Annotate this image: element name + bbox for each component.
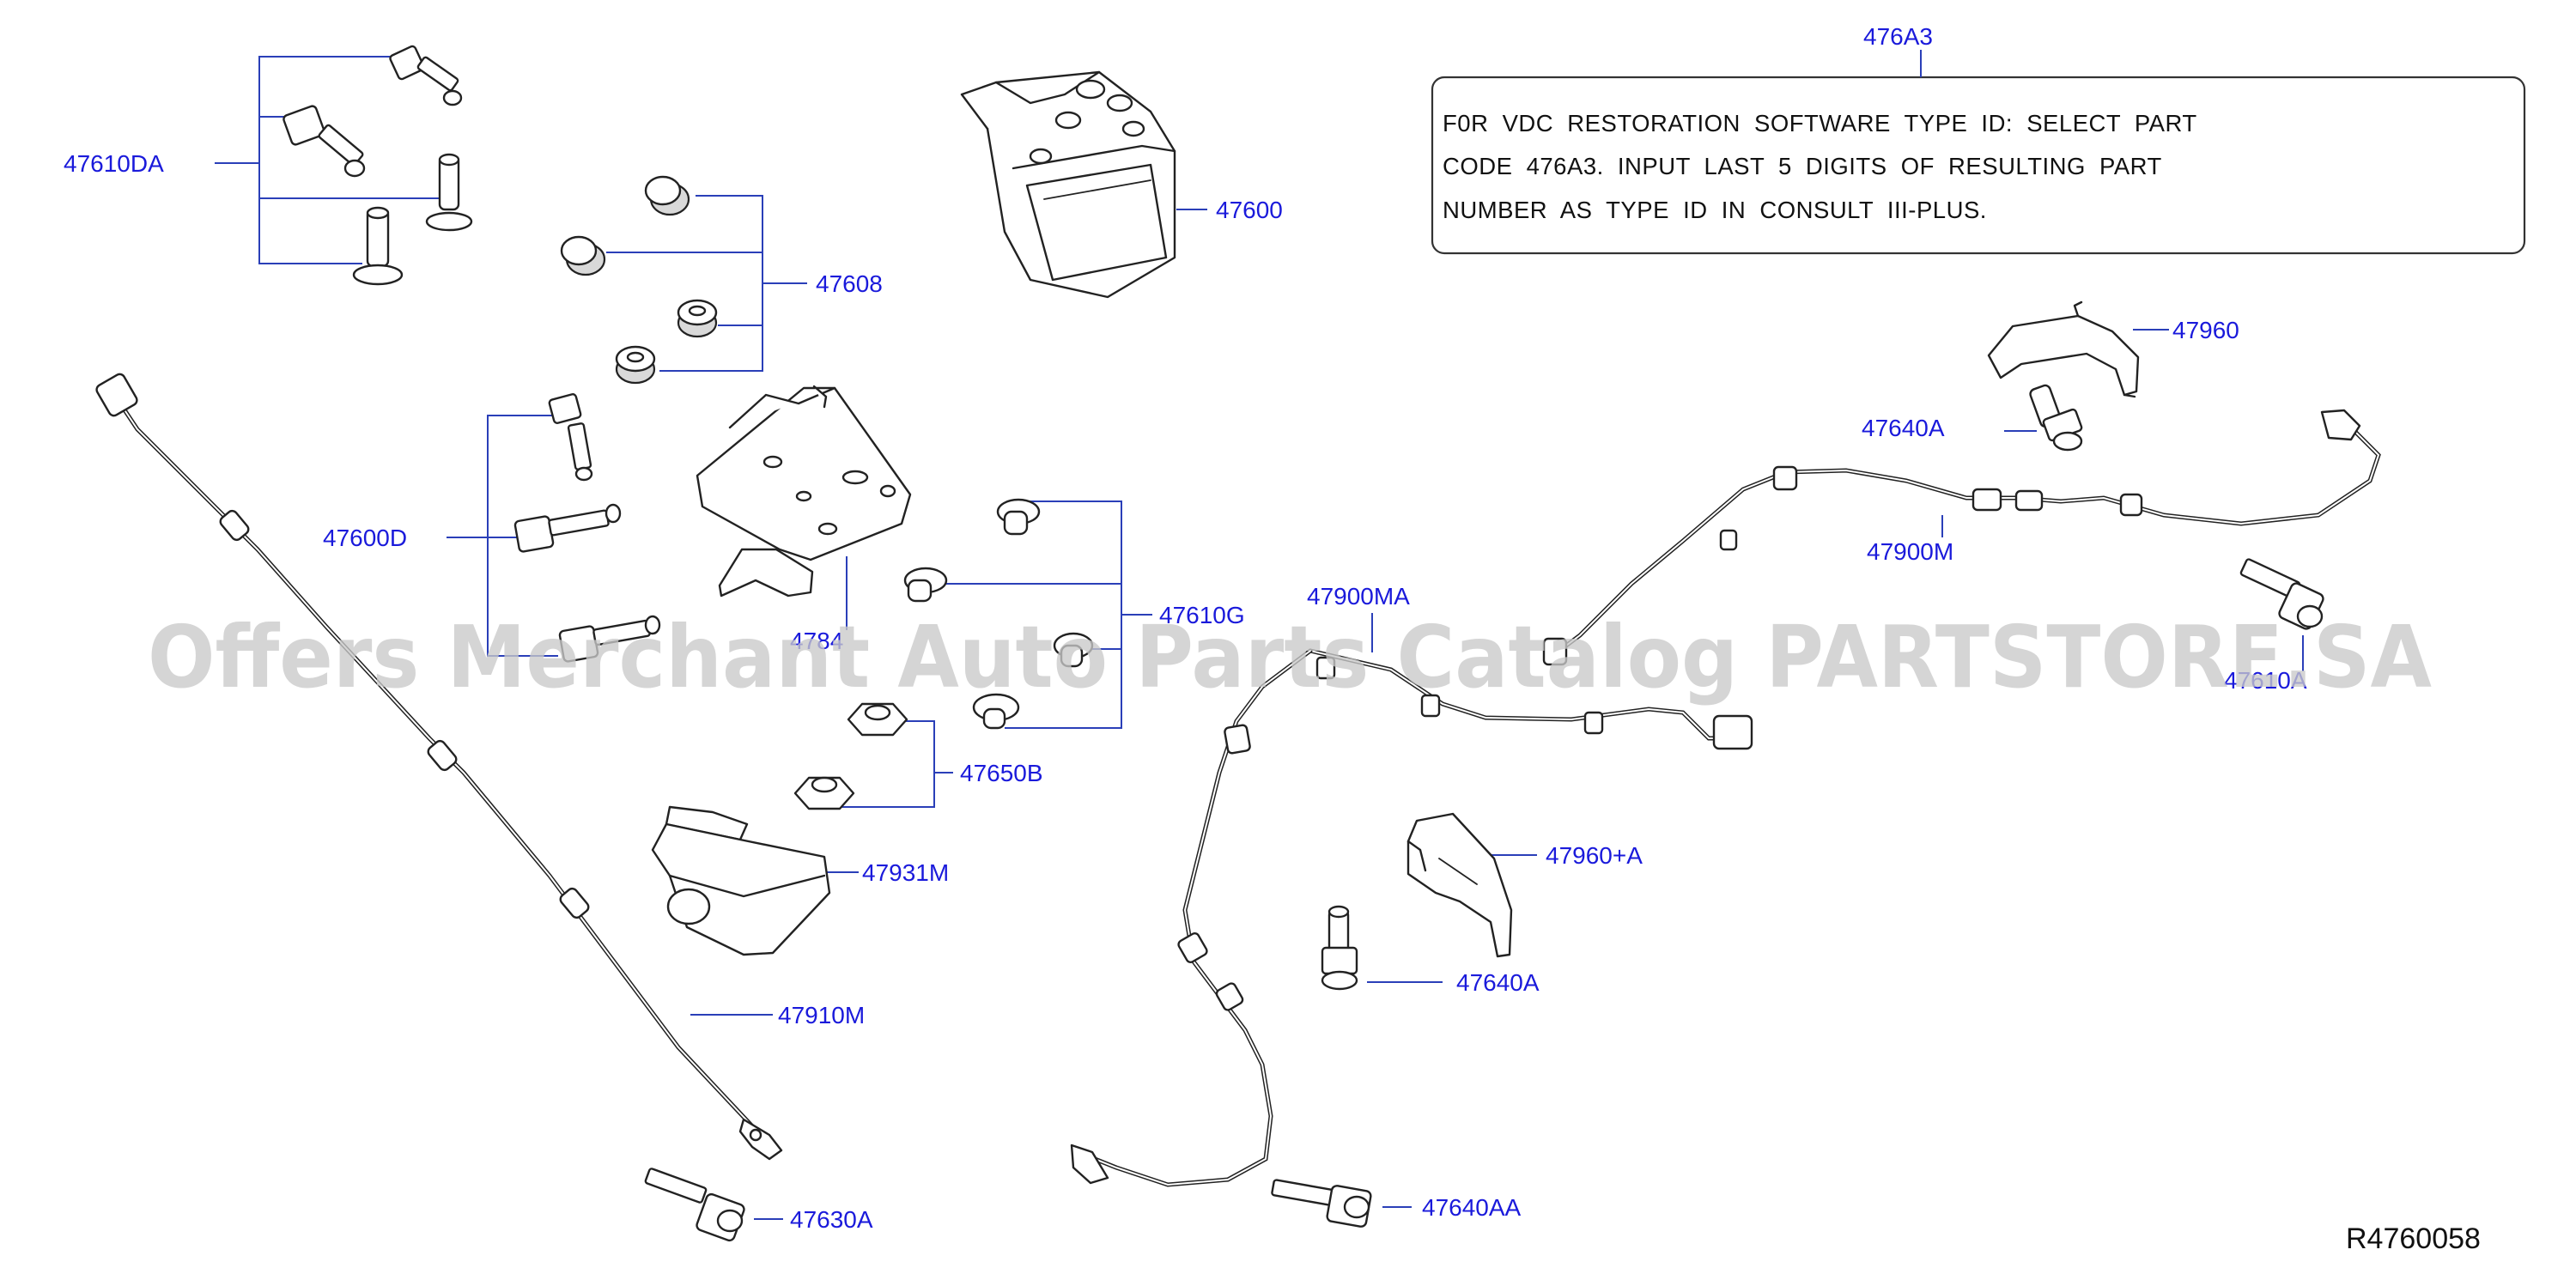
sensor-47640A-top[interactable]: 47640A	[1862, 384, 2083, 452]
part-label-47910M[interactable]: 47910M	[778, 1002, 865, 1028]
harness-icon	[1542, 409, 2381, 666]
bolt-group-47600D[interactable]: 47600D	[323, 393, 661, 663]
bolt-icon	[513, 503, 622, 553]
part-label-47600D[interactable]: 47600D	[323, 525, 407, 551]
bolt-group-47610DA[interactable]: 47610DA	[64, 45, 473, 286]
nut-icon	[847, 702, 908, 737]
bolt-icon	[558, 615, 661, 663]
bracket-47960A[interactable]: 47960+A	[1406, 812, 1643, 958]
part-label-47640AA[interactable]: 47640AA	[1422, 1194, 1522, 1221]
nut-group-47650B[interactable]: 47650B	[793, 702, 1043, 810]
harness-icon	[95, 373, 783, 1161]
bolt-icon	[2239, 558, 2324, 630]
grommet-group-47608[interactable]: 47608	[560, 175, 883, 385]
bracket-icon	[1987, 300, 2140, 398]
bolt-47630A[interactable]: 47630A	[644, 1168, 873, 1242]
part-label-47960A[interactable]: 47960+A	[1546, 842, 1643, 869]
sensor-47640A-mid[interactable]: 47640A	[1321, 905, 1540, 996]
abs-actuator-47600[interactable]: 47600	[960, 70, 1283, 299]
part-label-47630A[interactable]: 47630A	[790, 1206, 873, 1233]
bolt-icon	[352, 206, 404, 286]
harness-47910M[interactable]: 47910M	[94, 373, 865, 1161]
bolt-icon	[1271, 1179, 1372, 1228]
part-label-47900MA[interactable]: 47900MA	[1307, 583, 1410, 610]
bolt-icon	[389, 45, 463, 106]
part-label-47900M[interactable]: 47900M	[1867, 538, 1953, 565]
bracket-icon	[1406, 812, 1513, 958]
note-code[interactable]: 476A3	[1863, 23, 1933, 50]
note-line-2: CODE 476A3. INPUT LAST 5 DIGITS OF RESUL…	[1443, 153, 2162, 179]
grommet-icon	[677, 299, 718, 338]
grommet-icon	[996, 498, 1041, 536]
bracket-47960[interactable]: 47960	[1987, 300, 2239, 398]
grommet-icon	[1053, 632, 1094, 668]
nut-icon	[793, 776, 855, 810]
part-label-47610A[interactable]: 47610A	[2224, 667, 2307, 694]
grommet-icon	[903, 567, 948, 603]
grommet-group-47610G[interactable]: 47610G	[903, 498, 1245, 730]
part-label-47608[interactable]: 47608	[816, 270, 883, 297]
part-label-47610G[interactable]: 47610G	[1159, 602, 1245, 628]
bolt-icon	[283, 105, 366, 178]
sensor-icon	[651, 805, 831, 956]
grommet-icon	[644, 175, 690, 216]
diagram-reference-code: R4760058	[2346, 1222, 2481, 1255]
harness-47900MA[interactable]: 47900MA	[1070, 583, 1753, 1187]
watermark-text: Offers Merchant Auto Parts Catalog PARTS…	[148, 607, 2432, 707]
part-label-47640A-top[interactable]: 47640A	[1862, 415, 1945, 441]
abs-actuator-icon	[960, 70, 1176, 299]
harness-icon	[1070, 648, 1753, 1187]
part-label-47931M[interactable]: 47931M	[862, 859, 949, 886]
part-label-47650B[interactable]: 47650B	[960, 760, 1043, 786]
part-label-47840[interactable]: 4784	[790, 628, 843, 654]
part-label-47640A-mid[interactable]: 47640A	[1456, 969, 1540, 996]
bolt-icon	[548, 393, 593, 482]
bolt-47610A[interactable]: 47610A	[2224, 558, 2324, 694]
harness-47900M[interactable]: 47900M	[1542, 409, 2381, 666]
grommet-icon	[560, 235, 606, 276]
bolt-47640AA[interactable]: 47640AA	[1271, 1179, 1522, 1228]
sensor-icon	[2029, 384, 2083, 452]
note-box: 476A3 F0R VDC RESTORATION SOFTWARE TYPE …	[1431, 23, 2526, 255]
sensor-icon	[1321, 905, 1358, 991]
bracket-47840[interactable]: 4784	[696, 385, 912, 654]
note-line-3: NUMBER AS TYPE ID IN CONSULT III-PLUS.	[1443, 197, 1987, 223]
part-label-47960[interactable]: 47960	[2172, 317, 2239, 343]
sensor-47931M[interactable]: 47931M	[651, 805, 949, 956]
bolt-icon	[644, 1168, 745, 1242]
grommet-icon	[615, 345, 656, 385]
bolt-icon	[425, 153, 473, 232]
bracket-icon	[696, 385, 912, 598]
part-label-47610DA[interactable]: 47610DA	[64, 150, 164, 177]
note-line-1: F0R VDC RESTORATION SOFTWARE TYPE ID: SE…	[1443, 110, 2197, 136]
grommet-icon	[972, 693, 1020, 730]
part-label-47600[interactable]: 47600	[1216, 197, 1283, 223]
